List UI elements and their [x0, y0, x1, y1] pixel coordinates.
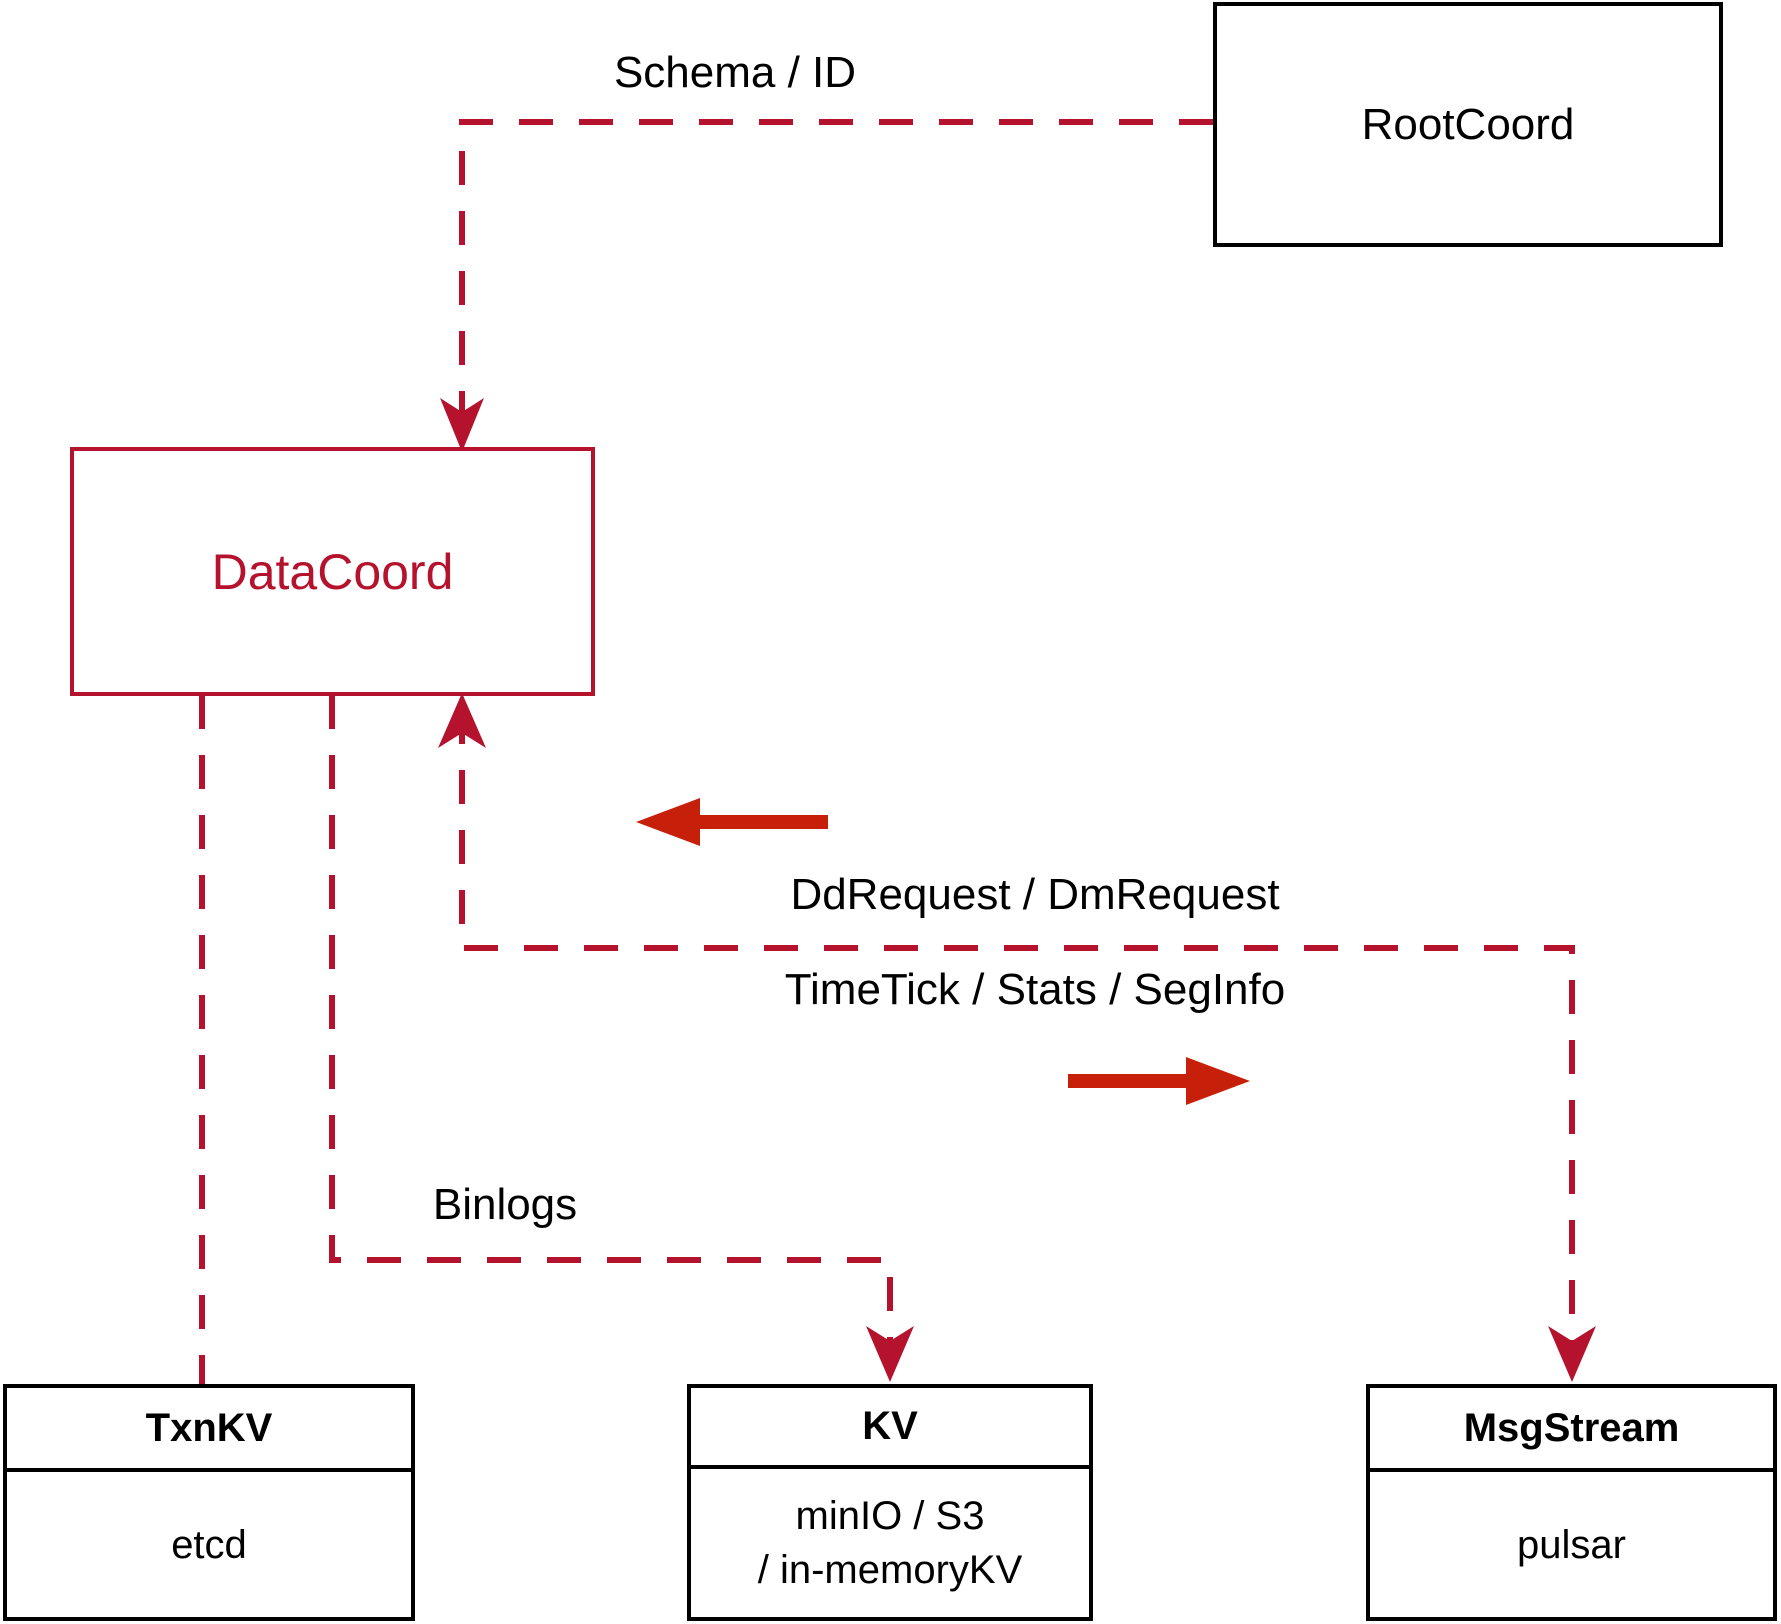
- node-rootcoord[interactable]: RootCoord: [1213, 2, 1723, 247]
- node-msgstream-sub-line-0: pulsar: [1517, 1522, 1626, 1567]
- node-txnkv-sub-line-0: etcd: [171, 1522, 247, 1567]
- node-txnkv[interactable]: TxnKV etcd: [3, 1384, 415, 1621]
- direction-arrow-right-icon: [1068, 1057, 1250, 1105]
- edge-label-binlogs: Binlogs: [432, 1180, 578, 1229]
- node-msgstream-title: MsgStream: [1463, 1405, 1680, 1450]
- node-msgstream-sub: pulsar: [1370, 1472, 1773, 1617]
- node-txnkv-divider: [7, 1468, 411, 1472]
- node-datacoord-label: DataCoord: [211, 543, 454, 600]
- edge-schema-id: [440, 119, 1213, 452]
- node-kv-sub: minIO / S3 / in-memoryKV: [691, 1469, 1089, 1617]
- edge-binlogs: [329, 695, 914, 1382]
- node-datacoord[interactable]: DataCoord: [70, 447, 595, 696]
- node-rootcoord-label: RootCoord: [1361, 99, 1575, 149]
- node-kv-divider: [691, 1465, 1089, 1469]
- edge-label-dd-dm-request: DdRequest / DmRequest: [790, 870, 1280, 919]
- edge-msgstream-datacoord: [438, 693, 1596, 1382]
- node-kv-sub-line-0: minIO / S3: [795, 1494, 985, 1538]
- node-msgstream[interactable]: MsgStream pulsar: [1366, 1384, 1777, 1621]
- node-kv[interactable]: KV minIO / S3 / in-memoryKV: [687, 1384, 1093, 1621]
- node-txnkv-title: TxnKV: [145, 1405, 273, 1450]
- node-kv-sub-line-1: / in-memoryKV: [757, 1548, 1023, 1592]
- edge-label-schema-id: Schema / ID: [613, 48, 857, 97]
- edge-label-timetick-stats-seginfo: TimeTick / Stats / SegInfo: [784, 965, 1286, 1014]
- node-msgstream-divider: [1370, 1468, 1773, 1472]
- direction-arrow-left-icon: [636, 798, 828, 846]
- node-kv-title: KV: [862, 1404, 918, 1448]
- node-txnkv-sub: etcd: [7, 1472, 411, 1617]
